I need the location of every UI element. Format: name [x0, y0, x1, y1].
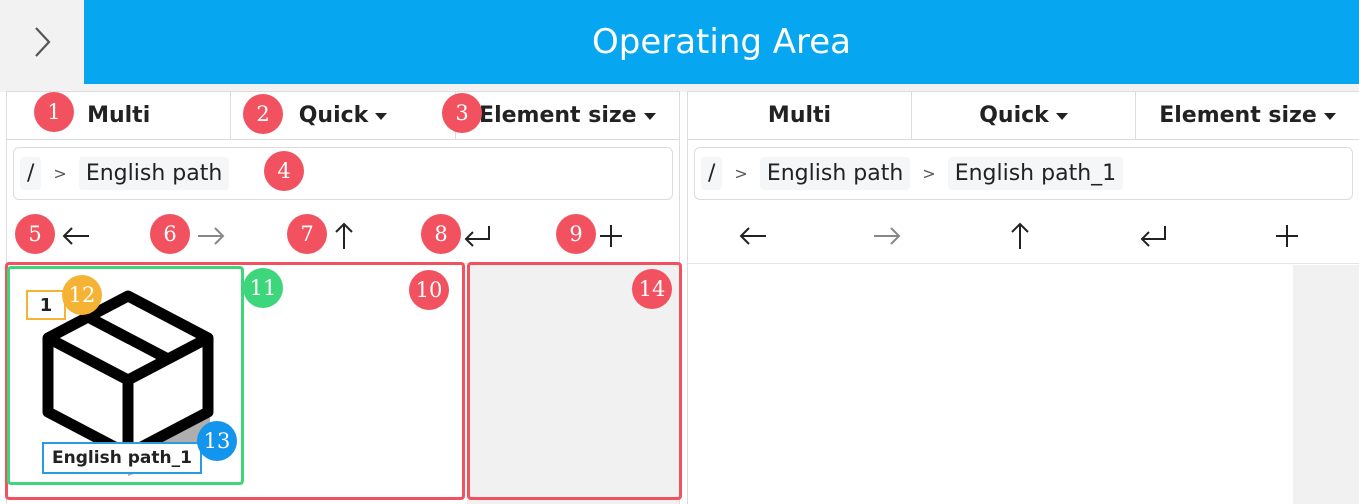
breadcrumb-item[interactable]: English path	[78, 157, 230, 190]
sidebar-toggle-button[interactable]	[0, 0, 84, 84]
breadcrumb: / > English path	[13, 147, 673, 200]
folder-item[interactable]: 1 English path_1	[10, 268, 244, 486]
element-size-dropdown[interactable]: Element size	[1136, 92, 1359, 139]
navigation-bar	[688, 206, 1359, 264]
arrow-up-icon	[335, 222, 353, 249]
folder-name-label: English path_1	[42, 442, 202, 474]
left-file-panel: Multi Quick Element size / > English pat…	[6, 91, 680, 504]
annotation-box-file-grid	[5, 262, 465, 500]
chevron-right-icon	[35, 27, 51, 57]
enter-icon	[464, 226, 490, 247]
file-grid[interactable]	[688, 265, 1293, 504]
file-grid[interactable]: 1 English path_1	[7, 265, 467, 504]
quick-dropdown[interactable]: Quick	[231, 92, 456, 139]
arrow-right-icon	[874, 227, 901, 245]
annotation-badge: 14	[632, 269, 672, 309]
annotation-badge: 8	[421, 214, 461, 254]
breadcrumb-separator: >	[922, 164, 936, 183]
caret-down-icon	[1055, 113, 1068, 120]
annotation-badge: 1	[34, 92, 74, 132]
breadcrumb-root[interactable]: /	[20, 157, 42, 190]
enter-button[interactable]	[1133, 216, 1173, 256]
annotation-badge: 9	[556, 214, 596, 254]
annotation-badge: 5	[15, 214, 55, 254]
toolbar-tabs: Multi Quick Element size	[7, 92, 679, 140]
toolbar-tabs: Multi Quick Element size	[688, 92, 1359, 140]
annotation-badge: 3	[442, 93, 482, 133]
annotation-box-folder	[7, 266, 244, 485]
annotation-badge: 11	[243, 268, 283, 308]
arrow-right-icon	[198, 227, 225, 245]
annotation-badge: 4	[264, 151, 304, 191]
quick-dropdown[interactable]: Quick	[912, 92, 1136, 139]
page-header: Operating Area	[84, 0, 1359, 84]
annotation-badge: 12	[62, 275, 102, 315]
annotation-badge: 13	[197, 421, 237, 461]
enter-icon	[1140, 226, 1166, 247]
right-file-panel: Multi Quick Element size / > English pat…	[687, 91, 1359, 504]
annotation-badge: 10	[409, 270, 449, 310]
scrollbar-track[interactable]	[1293, 265, 1359, 504]
forward-button[interactable]	[867, 216, 907, 256]
plus-icon	[600, 225, 622, 247]
arrow-left-icon	[739, 227, 766, 245]
page-title: Operating Area	[591, 22, 852, 62]
caret-down-icon	[643, 113, 656, 120]
back-button[interactable]	[733, 216, 773, 256]
breadcrumb: / > English path > English path_1	[694, 147, 1353, 200]
breadcrumb-item[interactable]: English path_1	[947, 157, 1124, 190]
breadcrumb-separator: >	[53, 164, 67, 183]
annotation-badge: 7	[287, 214, 327, 254]
up-button[interactable]	[324, 216, 364, 256]
annotation-box-scroll-area	[467, 262, 682, 500]
caret-down-icon	[375, 113, 388, 120]
enter-button[interactable]	[457, 216, 497, 256]
breadcrumb-root[interactable]: /	[701, 157, 723, 190]
arrow-up-icon	[1011, 222, 1029, 249]
breadcrumb-item[interactable]: English path	[759, 157, 911, 190]
add-button[interactable]	[1267, 216, 1307, 256]
annotation-badge: 2	[243, 94, 283, 134]
multi-tab[interactable]: Multi	[688, 92, 912, 139]
annotation-badge: 6	[150, 214, 190, 254]
caret-down-icon	[1323, 113, 1336, 120]
element-size-dropdown[interactable]: Element size	[456, 92, 679, 139]
forward-button[interactable]	[191, 216, 231, 256]
header-gap	[0, 84, 1359, 92]
up-button[interactable]	[1000, 216, 1040, 256]
back-button[interactable]	[56, 216, 96, 256]
multi-tab[interactable]: Multi	[7, 92, 232, 139]
add-button[interactable]	[591, 216, 631, 256]
plus-icon	[1276, 225, 1298, 247]
breadcrumb-separator: >	[734, 164, 748, 183]
arrow-left-icon	[62, 227, 89, 245]
